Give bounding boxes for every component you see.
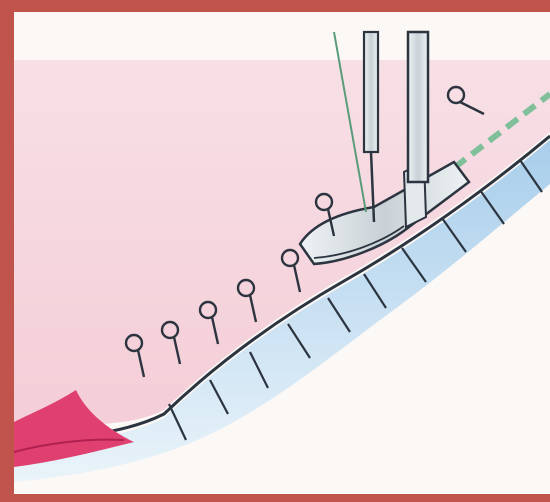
sewing-illustration bbox=[14, 12, 550, 494]
illustration-canvas bbox=[14, 12, 550, 494]
